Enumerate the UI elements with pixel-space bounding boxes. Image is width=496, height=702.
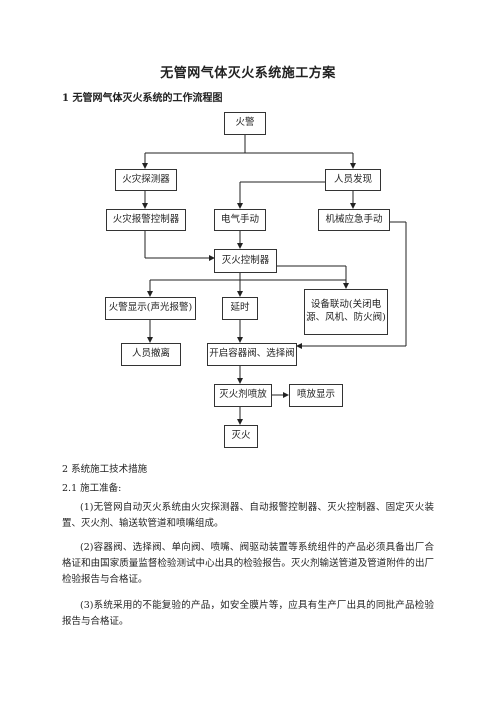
node-agent-spray: 灭火剂喷放 (214, 384, 272, 407)
equipment-linkage-line-2: 源、风机、防火阀) (306, 312, 386, 323)
node-alarm: 火警 (224, 112, 266, 135)
section-2-1-heading: 2.1 施工准备: (62, 483, 122, 494)
node-personnel-discovery: 人员发现 (325, 169, 381, 191)
section-1-heading: 1 无管网气体灭火系统的工作流程图 (62, 93, 223, 104)
paragraph-3: (3)系统采用的不能复验的产品，如安全膜片等，应具有生产厂出具的同批产品检验报告… (62, 600, 434, 627)
flowchart-connectors (142, 135, 407, 425)
paragraph-1: (1)无管网自动灭火系统由火灾探测器、自动报警控制器、灭火控制器、固定灭火装置、… (62, 502, 434, 529)
node-evacuation: 人员撤离 (121, 343, 181, 366)
node-equipment-linkage: 设备联动(关闭电 源、风机、防火阀) (304, 289, 388, 335)
equipment-linkage-line-1: 设备联动(关闭电 (310, 299, 382, 311)
page-title: 无管网气体灭火系统施工方案 (160, 66, 336, 81)
node-fire-alarm-controller: 火灾报警控制器 (106, 209, 186, 231)
section-2-heading: 2 系统施工技术措施 (62, 464, 148, 475)
node-mechanical-emergency: 机械应急手动 (318, 209, 390, 231)
node-alarm-display: 火警显示(声光报警) (105, 297, 196, 320)
node-fire-out: 灭火 (224, 425, 258, 448)
node-fire-detector: 火灾探测器 (115, 169, 177, 191)
node-delay: 延时 (222, 297, 258, 320)
node-electric-manual: 电气手动 (214, 209, 266, 231)
node-spray-display: 喷放显示 (289, 384, 343, 407)
node-extinguishing-controller: 灭火控制器 (214, 249, 277, 273)
paragraph-2: (2)容器阀、选择阀、单向阀、喷嘴、阀驱动装置等系统组件的产品必须具备出厂合格证… (62, 542, 434, 585)
node-open-valves: 开启容器阀、选择阀 (207, 343, 297, 366)
